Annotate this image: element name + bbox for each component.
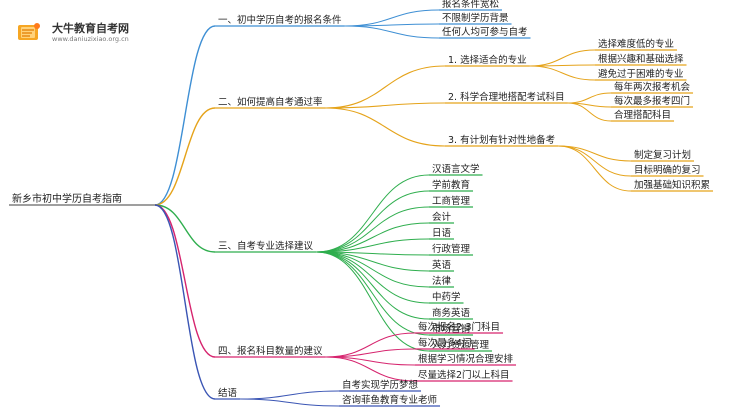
- leaf-node: 避免过于困难的专业: [598, 68, 684, 80]
- leaf-node: 加强基础知识积累: [634, 179, 710, 191]
- leaf-node: 商务英语: [432, 307, 471, 319]
- leaf-node: 根据兴趣和基础选择: [598, 53, 684, 65]
- connector: [325, 356, 416, 382]
- branch-4: 四、报名科目数量的建议: [218, 345, 323, 357]
- leaf-node: 尽量选择2门以上科目: [418, 369, 510, 381]
- leaf-node: 根据学习情况合理安排: [418, 353, 514, 365]
- leaf-node: 人力资源管理: [432, 339, 490, 351]
- connector: [325, 348, 416, 358]
- sub-branch-1: 1. 选择适合的专业: [448, 54, 527, 66]
- leaf-node: 中药学: [432, 291, 461, 303]
- leaf-node: 每次报名2-3门科目: [418, 321, 500, 333]
- branch-2: 二、如何提高自考通过率: [218, 96, 323, 108]
- root-node: 新乡市初中学历自考指南: [12, 192, 122, 205]
- connector: [316, 238, 430, 253]
- connector: [325, 65, 446, 109]
- leaf-node: 学前教育: [432, 179, 470, 191]
- connector: [154, 107, 216, 206]
- connector: [529, 49, 596, 67]
- leaf-node: 英语: [432, 259, 452, 271]
- branch-5: 结语: [218, 387, 238, 399]
- connector: [154, 204, 216, 253]
- leaf-node: 法律: [432, 275, 452, 287]
- connector: [567, 102, 612, 122]
- branch-3: 三、自考专业选择建议: [218, 240, 314, 252]
- connector: [240, 390, 340, 400]
- leaf-node: 选择难度低的专业: [598, 38, 674, 50]
- book-icon: [18, 23, 40, 40]
- leaf-node: 每年两次报考机会: [614, 81, 691, 93]
- leaf-node: 目标明确的复习: [634, 164, 701, 176]
- sub-branch-3: 3. 有计划有针对性地备考: [448, 134, 555, 146]
- leaf-node: 市场营销: [432, 323, 471, 335]
- connector: [154, 204, 216, 400]
- site-logo: 大牛教育自考网 www.daniuzixiao.org.cn: [12, 17, 222, 47]
- connector: [558, 145, 632, 192]
- leaf-node: 汉语言文学: [432, 163, 480, 175]
- leaf-node: 行政管理: [432, 243, 471, 255]
- connector: [325, 102, 446, 109]
- connector: [344, 25, 440, 39]
- connector: [316, 251, 430, 352]
- connector: [316, 222, 430, 253]
- connector: [316, 206, 430, 253]
- connector: [316, 174, 430, 253]
- logo-url: www.daniuzixiao.org.cn: [52, 35, 129, 43]
- logo-title: 大牛教育自考网: [52, 22, 129, 35]
- connector: [558, 145, 632, 177]
- connector: [316, 251, 430, 336]
- leaf-node: 制定复习计划: [634, 149, 691, 161]
- connector: [316, 251, 430, 304]
- leaf-node: 每次最多报考四门: [614, 95, 690, 107]
- leaf-node: 工商管理: [432, 195, 471, 207]
- leaf-node: 每次最多4门: [418, 337, 472, 349]
- connector: [325, 107, 446, 147]
- sub-branch-2: 2. 科学合理地搭配考试科目: [448, 91, 565, 103]
- leaf-node: 合理搭配科目: [614, 109, 671, 121]
- connector: [316, 251, 430, 288]
- connector: [558, 145, 632, 162]
- branch-1: 一、初中学历自考的报名条件: [218, 14, 342, 26]
- leaf-node: 任何人均可参与自考: [442, 26, 528, 38]
- leaf-node: 咨询菲鱼教育专业老师: [342, 394, 437, 406]
- leaf-node: 会计: [432, 211, 452, 223]
- connector: [529, 65, 596, 81]
- connector: [240, 398, 340, 407]
- connector: [154, 25, 216, 206]
- connector: [567, 92, 612, 104]
- connector: [154, 204, 216, 358]
- leaf-node: 不限制学历背景: [442, 12, 509, 24]
- leaf-node: 自考实现学历梦想: [342, 379, 419, 391]
- leaf-node: 报名条件宽松: [442, 0, 500, 10]
- connector: [316, 190, 430, 253]
- leaf-node: 日语: [432, 228, 452, 239]
